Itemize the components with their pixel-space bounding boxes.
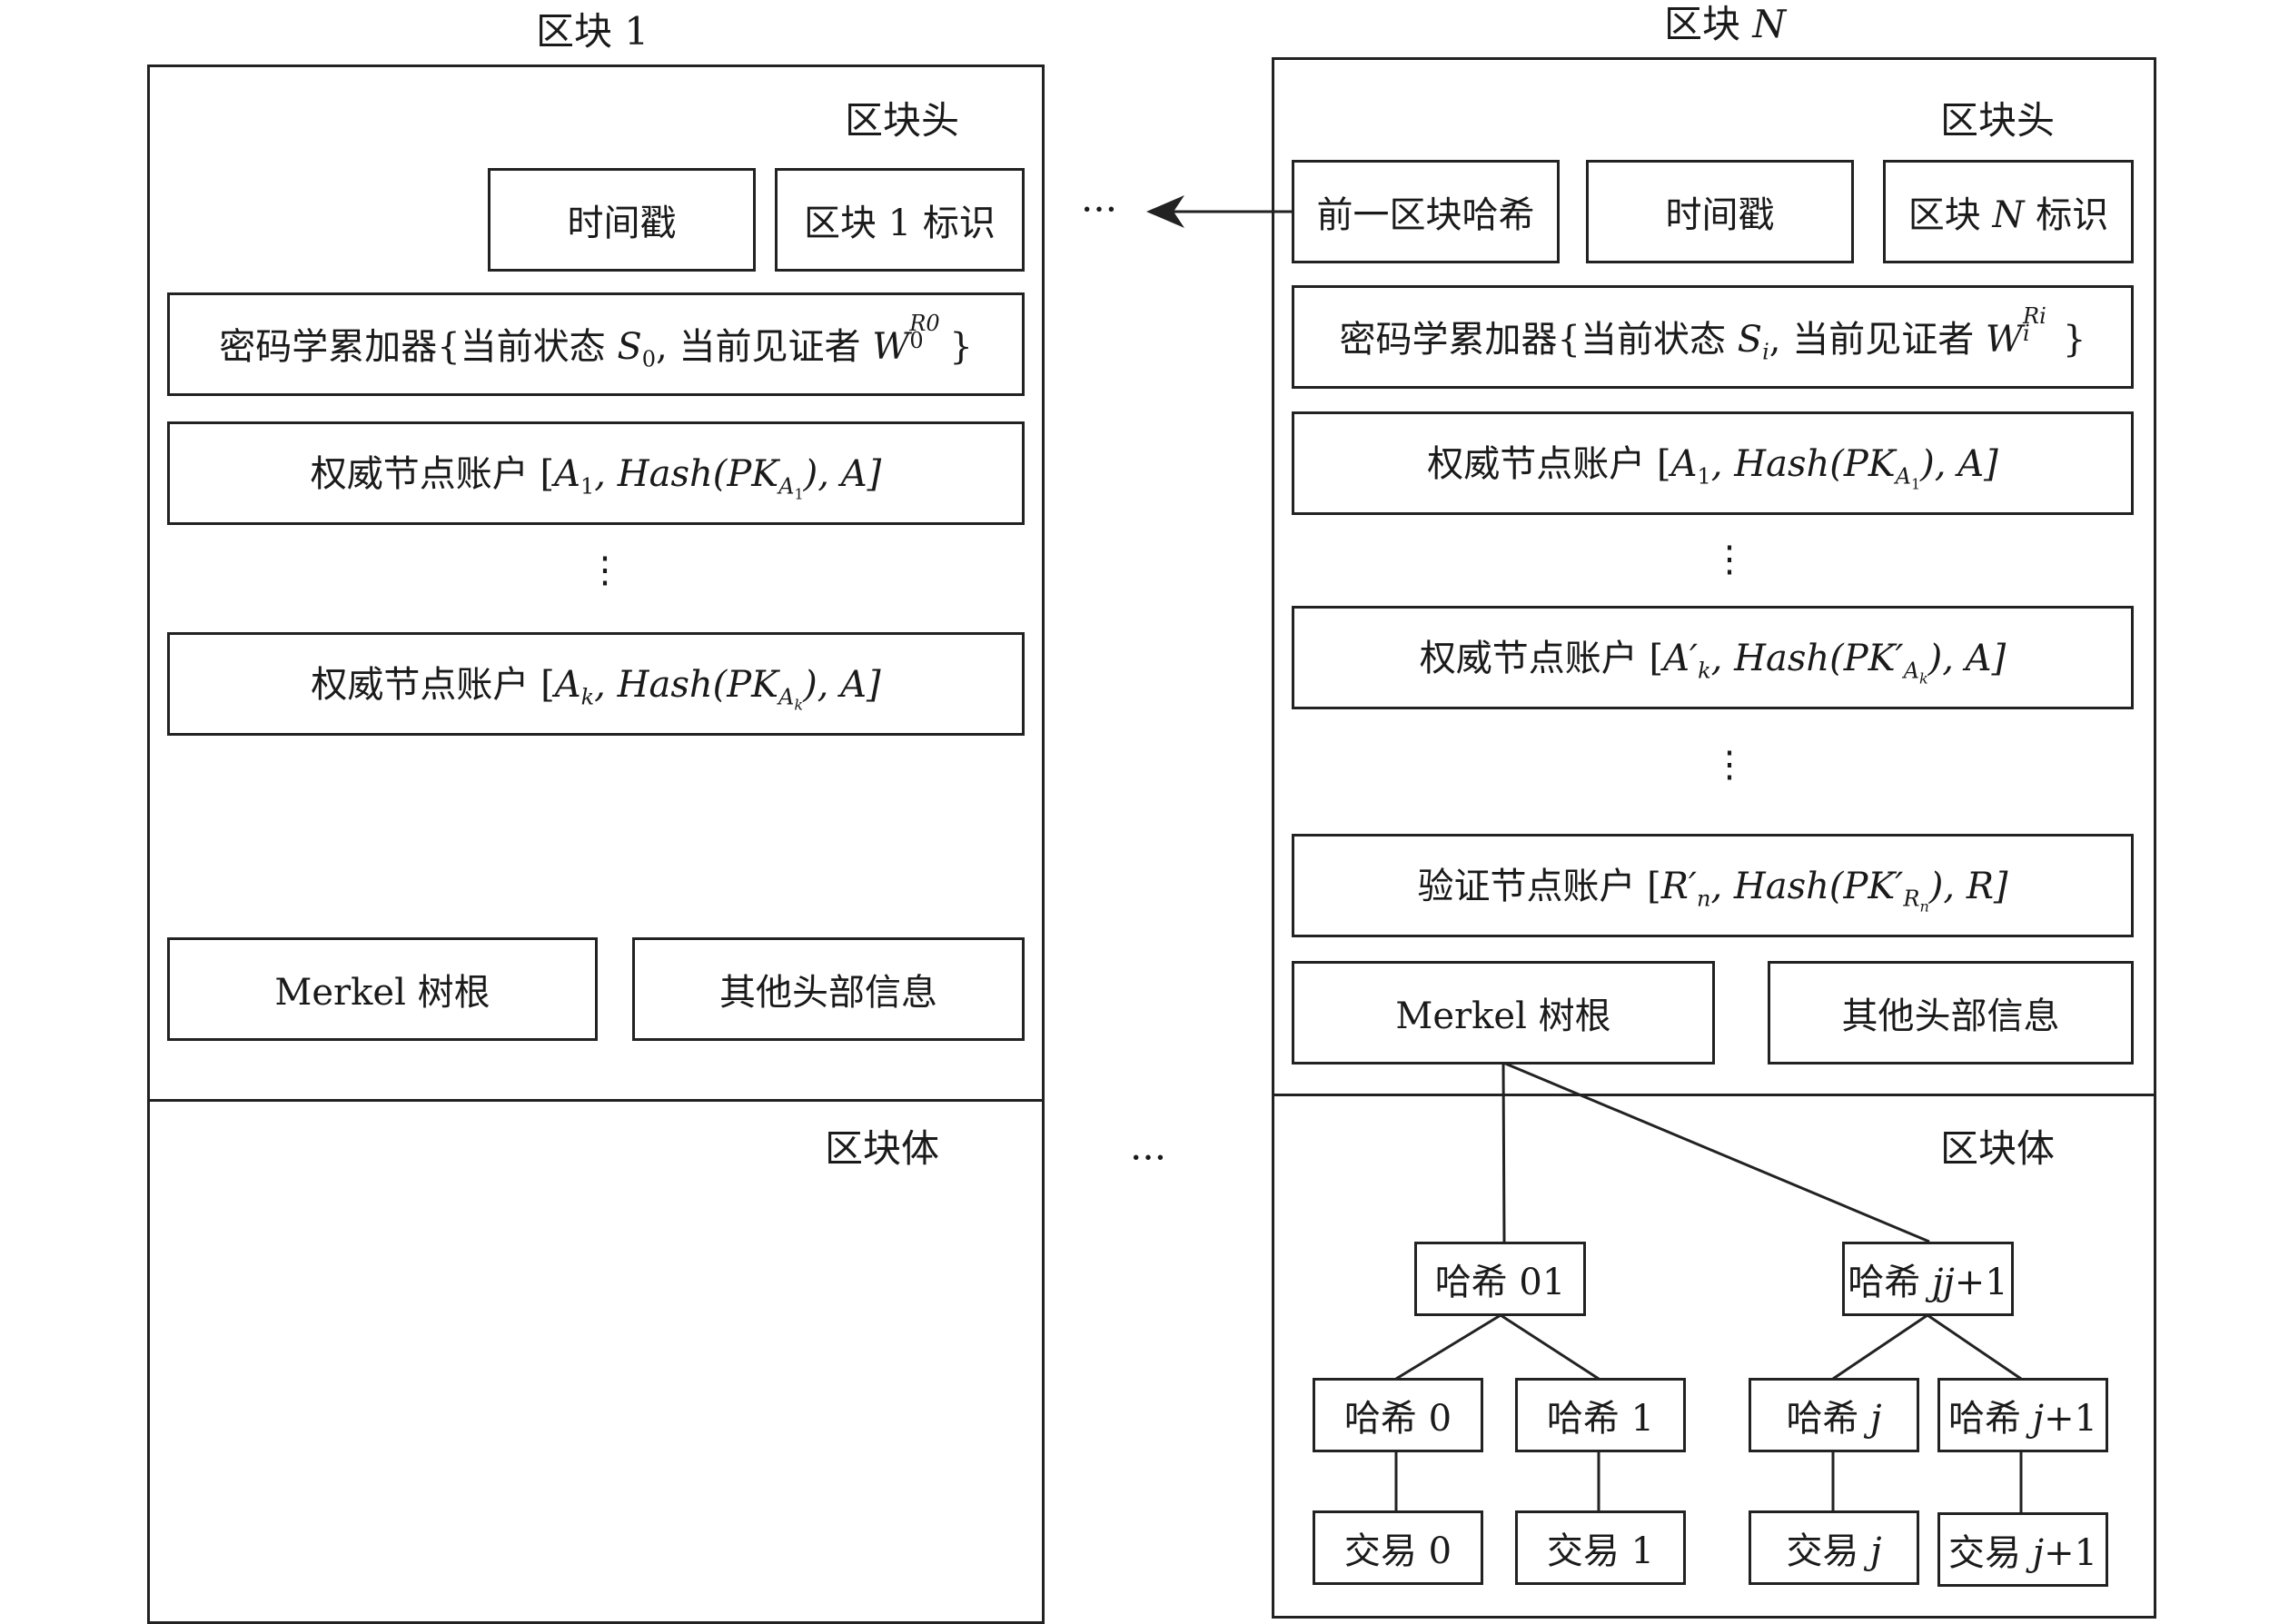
blockN-authority-k-text: 权威节点账户 [A′k, Hash(PK′Ak), A] — [1419, 637, 2007, 688]
edge-hash01-hash0 — [1395, 1313, 1501, 1381]
tree-hash01-text: 哈希 01 — [1434, 1262, 1566, 1303]
block1-header-label: 区块头 — [845, 98, 960, 143]
block1-merkle-text: Merkel 树根 — [274, 972, 490, 1014]
blockN-authority-first-box: 权威节点账户 [A1, Hash(PKA1), A] — [1292, 411, 2134, 515]
block1-title: 区块 1 — [536, 9, 649, 54]
blockN-body-label: 区块体 — [1940, 1126, 2056, 1171]
block1-body-frame — [147, 1099, 1045, 1624]
block1-other-box: 其他头部信息 — [632, 937, 1025, 1041]
blockN-vdots-1: ⋮ — [1711, 539, 1748, 580]
blockN-other-text: 其他头部信息 — [1841, 995, 2060, 1037]
block1-timestamp-text: 时间戳 — [567, 203, 677, 244]
tree-txj-box: 交易 j — [1749, 1510, 1919, 1585]
tree-txj-text: 交易 j — [1786, 1530, 1882, 1572]
blockN-merkle-text: Merkel 树根 — [1395, 995, 1611, 1037]
tree-hash1-text: 哈希 1 — [1546, 1398, 1655, 1440]
blockN-title: 区块 N — [1664, 2, 1787, 46]
block1-id-box: 区块 1 标识 — [775, 168, 1025, 272]
blockN-authority-k-box: 权威节点账户 [A′k, Hash(PK′Ak), A] — [1292, 606, 2134, 709]
block1-authority-first-box: 权威节点账户 [A1, Hash(PKA1), A] — [167, 421, 1025, 525]
edge-hash01-hash1 — [1500, 1313, 1600, 1381]
block1-authority-first-text: 权威节点账户 [A1, Hash(PKA1), A] — [310, 452, 882, 503]
blockN-other-box: 其他头部信息 — [1768, 961, 2134, 1065]
tree-hash0-box: 哈希 0 — [1313, 1378, 1483, 1452]
edge-merkle-hash01 — [1501, 1062, 1506, 1243]
blockN-validator-box: 验证节点账户 [R′n, Hash(PK′Rn), R] — [1292, 834, 2134, 937]
block1-timestamp-box: 时间戳 — [488, 168, 756, 272]
tree-hashj-text: 哈希 j — [1786, 1398, 1882, 1440]
block1-other-text: 其他头部信息 — [719, 972, 937, 1014]
tree-tx1-text: 交易 1 — [1546, 1530, 1655, 1572]
edge-hashjj1-hashj — [1832, 1313, 1928, 1381]
tree-tx0-text: 交易 0 — [1343, 1530, 1452, 1572]
blockN-timestamp-text: 时间戳 — [1665, 194, 1775, 236]
block1-authority-last-box: 权威节点账户 [Ak, Hash(PKAk), A] — [167, 632, 1025, 736]
blockN-header-label: 区块头 — [1940, 98, 2056, 143]
tree-hashj-box: 哈希 j — [1749, 1378, 1919, 1452]
tree-hash01-box: 哈希 01 — [1414, 1242, 1586, 1316]
block1-vdots: ⋮ — [587, 550, 623, 591]
block1-authority-last-text: 权威节点账户 [Ak, Hash(PKAk), A] — [311, 663, 881, 714]
tree-tx0-box: 交易 0 — [1313, 1510, 1483, 1585]
block1-merkle-box: Merkel 树根 — [167, 937, 598, 1041]
block1-body-label: 区块体 — [825, 1126, 940, 1171]
blockN-validator-text: 验证节点账户 [R′n, Hash(PK′Rn), R] — [1417, 865, 2008, 916]
block1-id-text: 区块 1 标识 — [804, 203, 996, 244]
ellipsis-top: ··· — [1081, 187, 1118, 232]
blockN-id-text: 区块 N 标识 — [1908, 194, 2109, 236]
blockN-vdots-2: ⋮ — [1711, 744, 1748, 786]
tree-hashjj1-text: 哈希 jj+1 — [1848, 1262, 2008, 1303]
tree-hashj1-text: 哈希 j+1 — [1947, 1398, 2098, 1440]
tree-txj1-text: 交易 j+1 — [1947, 1532, 2098, 1574]
blockN-prev-hash-box: 前一区块哈希 — [1292, 160, 1560, 263]
tree-tx1-box: 交易 1 — [1515, 1510, 1686, 1585]
tree-txj1-box: 交易 j+1 — [1937, 1512, 2108, 1587]
blockN-prev-hash-text: 前一区块哈希 — [1316, 194, 1535, 236]
tree-hash0-text: 哈希 0 — [1343, 1398, 1452, 1440]
tree-hashj1-box: 哈希 j+1 — [1937, 1378, 2108, 1452]
blockN-authority-first-text: 权威节点账户 [A1, Hash(PKA1), A] — [1427, 442, 1998, 493]
blockN-timestamp-box: 时间戳 — [1586, 160, 1854, 263]
blockN-id-box: 区块 N 标识 — [1883, 160, 2134, 263]
tree-hashjj1-box: 哈希 jj+1 — [1842, 1242, 2014, 1316]
edge-merkle-hashjj1 — [1502, 1061, 1930, 1243]
tree-hash1-box: 哈希 1 — [1515, 1378, 1686, 1452]
ellipsis-bottom: ··· — [1130, 1135, 1167, 1180]
edge-hashjj1-hashj1 — [1927, 1313, 2022, 1381]
blockN-merkle-box: Merkel 树根 — [1292, 961, 1715, 1065]
